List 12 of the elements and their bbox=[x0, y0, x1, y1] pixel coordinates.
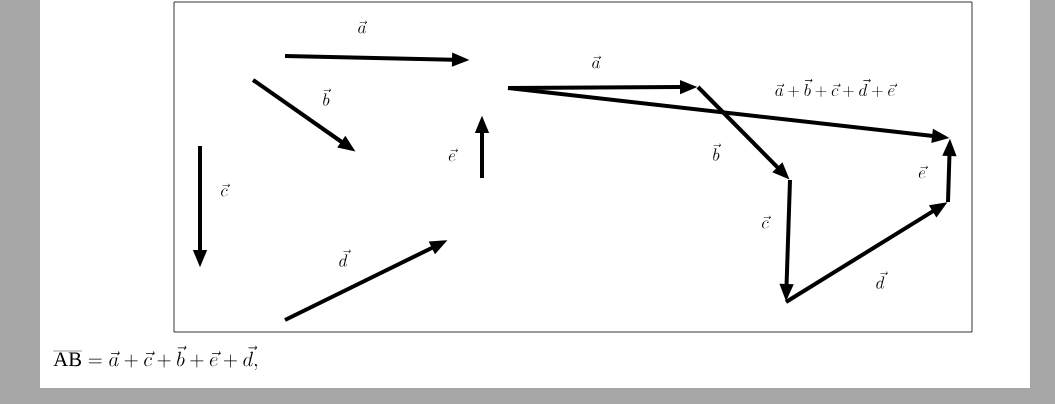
vector-label: $\vec{c}$ bbox=[221, 183, 231, 197]
vector-label: $\vec{b}$ bbox=[713, 143, 722, 161]
vector-label: $\vec{e}$ bbox=[448, 148, 459, 162]
formula: $\overline{\mathrm{AB}} = \vec{a} + \vec{c} + \vec{b} + \vec{e} + \vec{d},$ bbox=[53, 345, 258, 371]
vector-label: $\vec{d}$ bbox=[876, 271, 888, 289]
vector-label: $\vec{a}+\vec{b}+\vec{c}+\vec{d}+\vec{e}$ bbox=[775, 79, 898, 97]
vector-label: $\vec{b}$ bbox=[323, 88, 332, 106]
vector-label: $\vec{d}$ bbox=[339, 249, 351, 267]
vector-label: $\vec{a}$ bbox=[592, 55, 602, 69]
vector-label: $\vec{e}$ bbox=[918, 165, 929, 179]
vector-label: $\vec{a}$ bbox=[358, 20, 368, 34]
vector-label: $\vec{c}$ bbox=[762, 215, 772, 229]
